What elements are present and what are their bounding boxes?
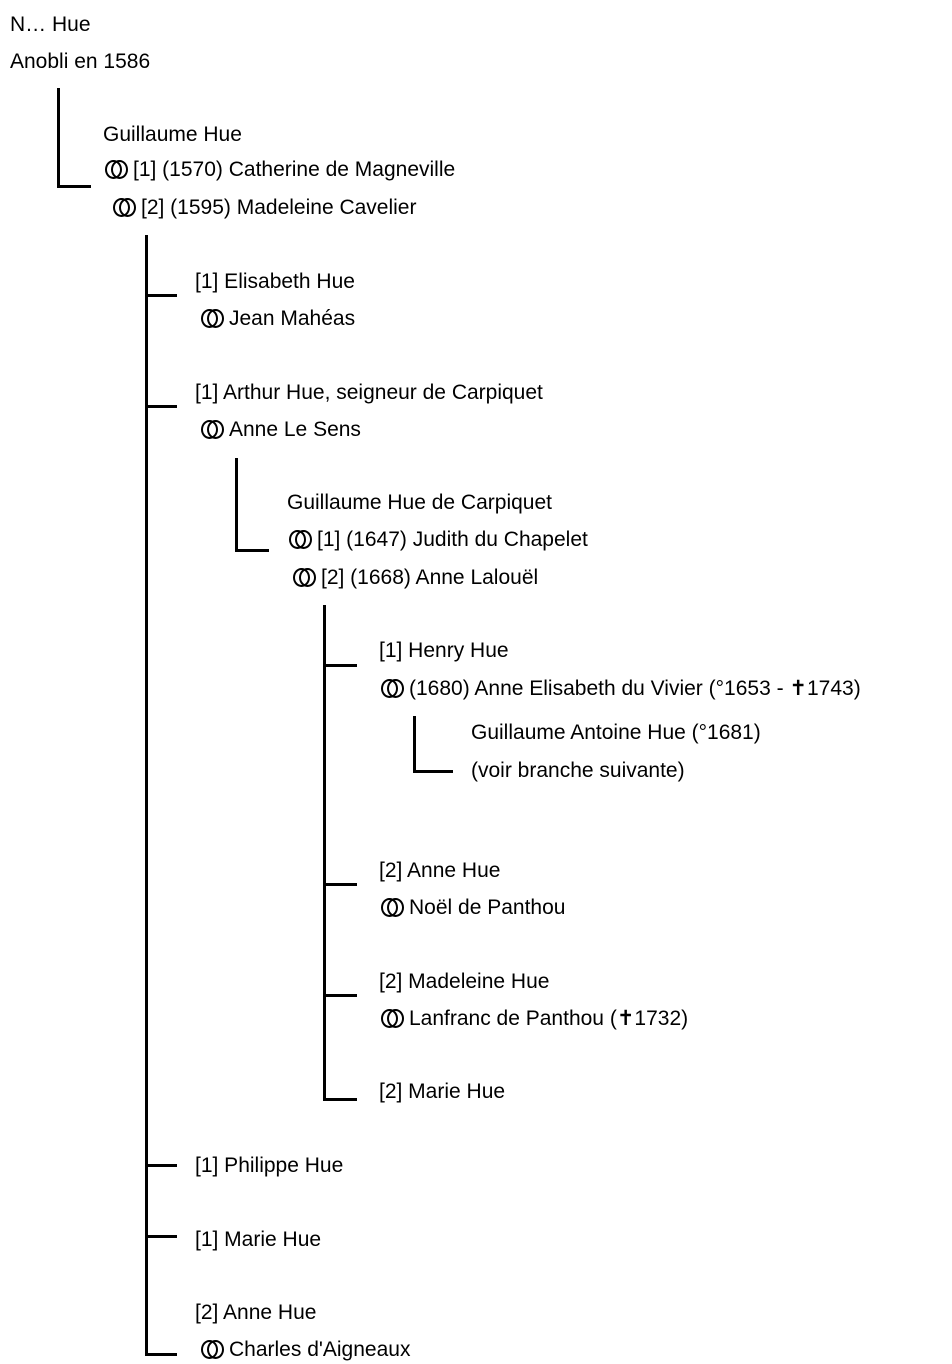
connector-horizontal: [413, 770, 453, 773]
connector-horizontal: [145, 294, 177, 297]
connector-horizontal: [323, 1098, 357, 1101]
spouse-anne-elisabeth-du-vivier: (1680) Anne Elisabeth du Vivier (°1653 -…: [381, 677, 861, 701]
marriage-rings-icon: [201, 1340, 225, 1359]
marriage-rings-icon: [289, 530, 313, 549]
person-henry-hue: [1] Henry Hue: [379, 639, 509, 662]
connector-horizontal: [57, 185, 91, 188]
marriage-rings-icon: [381, 679, 405, 698]
person-guillaume-hue-de-carpiquet: Guillaume Hue de Carpiquet: [287, 491, 552, 514]
person-guillaume-antoine-hue: Guillaume Antoine Hue (°1681): [471, 721, 761, 744]
root-name: N… Hue: [10, 13, 91, 36]
children-trunk: [145, 235, 148, 1356]
connector-horizontal: [145, 1164, 177, 1167]
connector-vertical: [57, 88, 60, 188]
connector-horizontal: [145, 1235, 177, 1238]
connector-horizontal: [145, 1353, 177, 1356]
spouse-lanfranc-de-panthou: Lanfranc de Panthou (✝1732): [381, 1007, 688, 1031]
person-arthur-hue: [1] Arthur Hue, seigneur de Carpiquet: [195, 381, 543, 404]
person-madeleine-hue: [2] Madeleine Hue: [379, 970, 550, 993]
marriage-rings-icon: [293, 568, 317, 587]
person-marie-hue: [2] Marie Hue: [379, 1080, 506, 1103]
person-philippe-hue: [1] Philippe Hue: [195, 1154, 344, 1177]
marriage-2: [2] (1668) Anne Lalouël: [293, 566, 538, 590]
branch-note: (voir branche suivante): [471, 759, 685, 782]
connector-horizontal: [145, 405, 177, 408]
marriage-1: [1] (1570) Catherine de Magneville: [105, 158, 455, 182]
person-elisabeth-hue: [1] Elisabeth Hue: [195, 270, 355, 293]
children-trunk: [323, 605, 326, 1101]
root-note: Anobli en 1586: [10, 50, 151, 73]
connector-horizontal: [323, 883, 357, 886]
person-guillaume-hue: Guillaume Hue: [103, 123, 242, 146]
marriage-2: [2] (1595) Madeleine Cavelier: [113, 196, 416, 220]
spouse-charles-daigneaux: Charles d'Aigneaux: [201, 1338, 410, 1362]
marriage-rings-icon: [381, 1009, 405, 1028]
connector-horizontal: [323, 664, 357, 667]
connector-vertical: [235, 458, 238, 552]
connector-horizontal: [235, 549, 269, 552]
spouse-anne-le-sens: Anne Le Sens: [201, 418, 361, 442]
person-anne-hue: [2] Anne Hue: [379, 859, 501, 882]
spouse-noel-de-panthou: Noël de Panthou: [381, 896, 565, 920]
marriage-rings-icon: [201, 309, 225, 328]
person-anne-hue: [2] Anne Hue: [195, 1301, 317, 1324]
connector-vertical: [413, 716, 416, 773]
spouse-jean-maheas: Jean Mahéas: [201, 307, 355, 331]
marriage-rings-icon: [113, 198, 137, 217]
marriage-rings-icon: [201, 420, 225, 439]
marriage-rings-icon: [105, 160, 129, 179]
connector-horizontal: [323, 994, 357, 997]
marriage-1: [1] (1647) Judith du Chapelet: [289, 528, 588, 552]
person-marie-hue: [1] Marie Hue: [195, 1228, 322, 1251]
marriage-rings-icon: [381, 898, 405, 917]
